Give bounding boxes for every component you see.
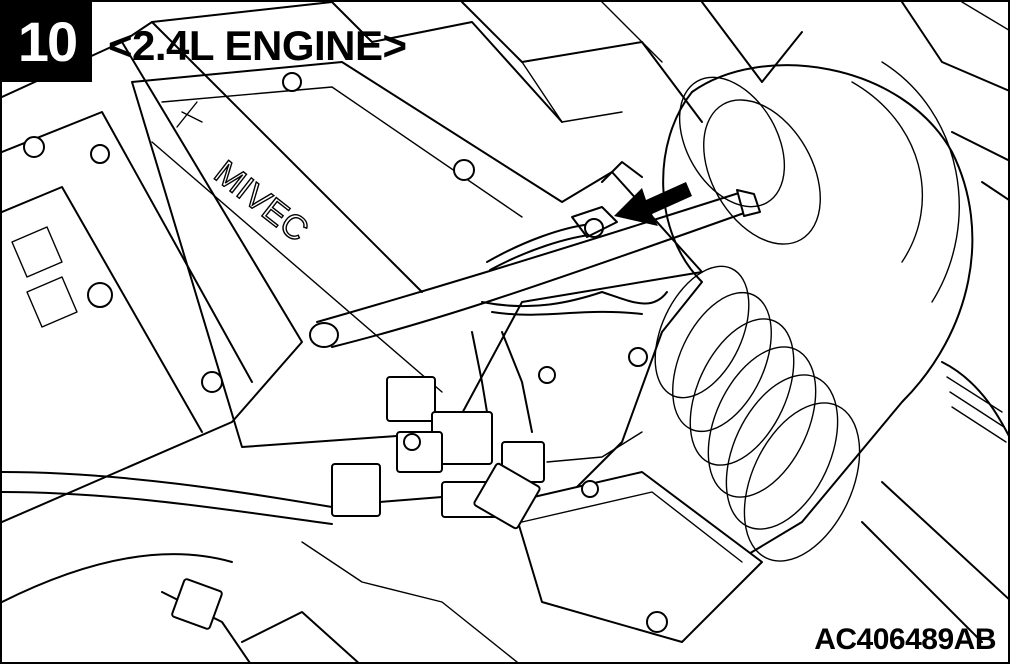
- right-components: [861, 2, 1008, 643]
- wiring-harness: [2, 331, 643, 662]
- harness-connector-target: [481, 161, 668, 316]
- step-number-badge: 10: [2, 2, 92, 82]
- figure-id: AC406489AB: [814, 623, 996, 656]
- indicator-arrow-icon: [614, 182, 692, 226]
- engine-label: <2.4L ENGINE>: [108, 22, 407, 69]
- airflow-sensor-housing: [511, 471, 763, 643]
- vacuum-hose: [309, 189, 761, 348]
